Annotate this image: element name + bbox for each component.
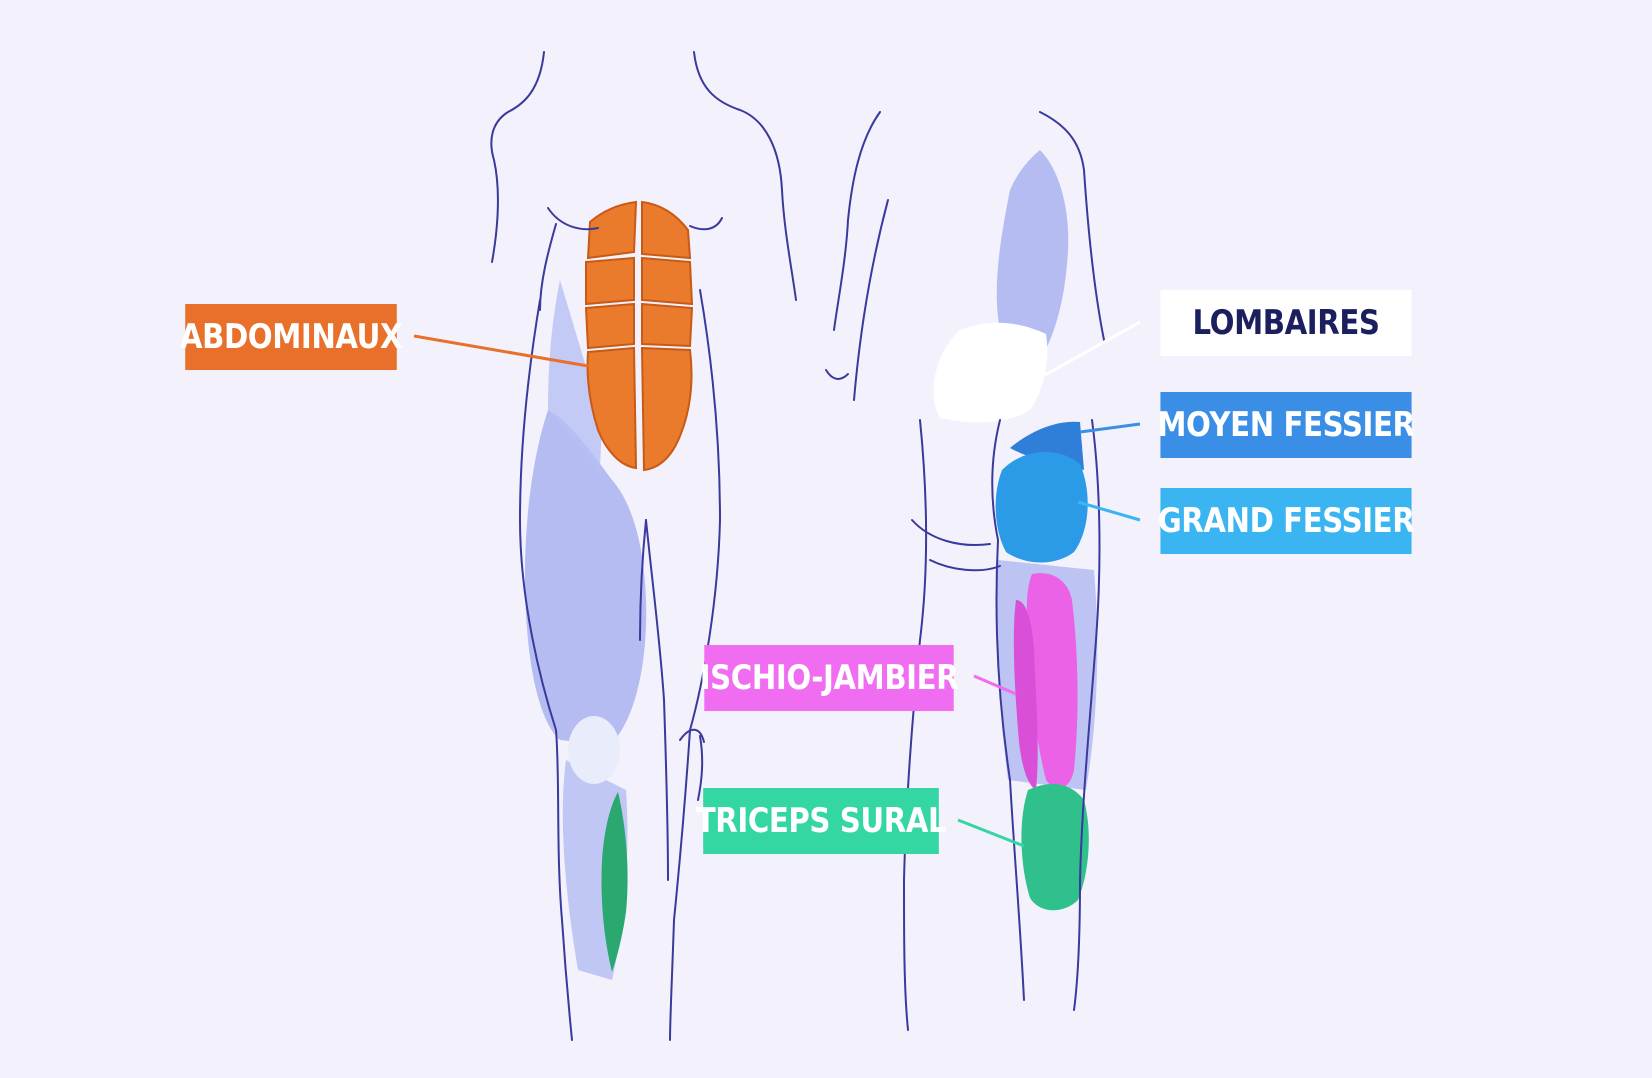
leader-moyen-fessier [1079, 422, 1141, 434]
front-hip-muscles [548, 280, 602, 470]
leader-lines [413, 320, 1141, 848]
leader-ischio-jambier [973, 674, 1017, 696]
label-triceps-sural: TRICEPS SURAL [696, 788, 947, 854]
front-thigh-muscles [524, 410, 647, 745]
front-calf-muscle [601, 792, 628, 972]
leader-triceps-sural [957, 818, 1025, 848]
leader-lombaires [1035, 320, 1141, 382]
label-moyen-fessier-text: MOYEN FESSIER [1157, 405, 1415, 445]
label-triceps-sural-text: TRICEPS SURAL [695, 801, 947, 841]
label-lombaires: LOMBAIRES [1160, 290, 1412, 356]
front-body-outline [490, 51, 797, 1041]
label-abdominaux-text: ABDOMINAUX [179, 317, 403, 357]
hamstring-muscles [1026, 573, 1078, 789]
front-body-figure [490, 51, 797, 1041]
lumbar-region [933, 322, 1048, 423]
label-grand-fessier: GRAND FESSIER [1158, 488, 1415, 554]
label-grand-fessier-text: GRAND FESSIER [1157, 501, 1415, 541]
gluteus-maximus-muscle [995, 451, 1088, 563]
label-ischio-jambier: ISCHIO-JAMBIER [700, 645, 959, 711]
back-body-outline [697, 111, 1105, 1031]
label-ischio-jambier-text: ISCHIO-JAMBIER [699, 658, 959, 698]
leader-abdominaux [413, 334, 589, 368]
hamstring-muscles-inner [1013, 600, 1038, 790]
back-body-figure [697, 111, 1105, 1031]
back-lat-muscles [996, 150, 1069, 360]
abdominal-muscles [584, 200, 694, 472]
calf-muscles [1021, 784, 1089, 911]
label-abdominaux: ABDOMINAUX [180, 304, 403, 370]
label-lombaires-text: LOMBAIRES [1192, 303, 1380, 343]
leader-grand-fessier [1077, 500, 1141, 522]
front-knee [568, 716, 620, 784]
label-moyen-fessier: MOYEN FESSIER [1157, 392, 1415, 458]
